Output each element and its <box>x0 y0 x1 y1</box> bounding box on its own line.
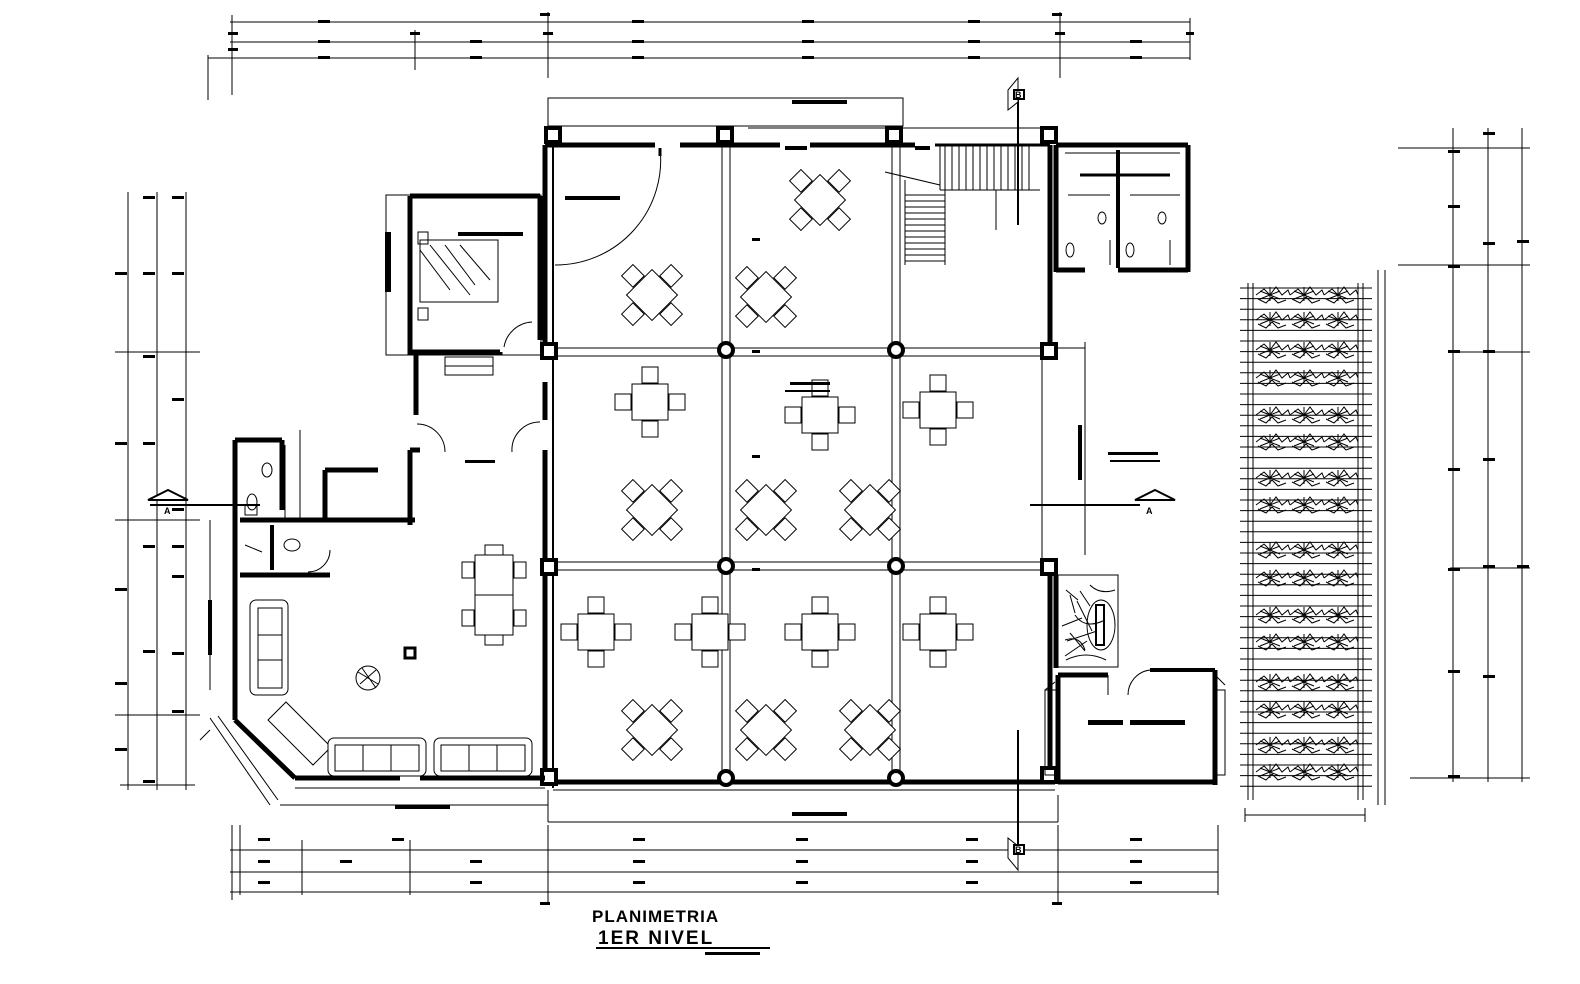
planter-shrub <box>1323 633 1359 651</box>
planter-shrub <box>1289 341 1325 359</box>
planter-shrub <box>1255 633 1291 651</box>
planter-shrub <box>1323 763 1359 781</box>
planter-shrub <box>1289 496 1325 514</box>
pergola-structure <box>1240 283 1372 800</box>
table-set-square <box>784 379 856 451</box>
right-dimension-ticks <box>1448 132 1529 778</box>
table-set-diamond <box>620 478 684 542</box>
bottom-dimension-lines <box>230 825 1219 905</box>
table-set-square <box>902 374 974 446</box>
planter-shrub <box>1289 763 1325 781</box>
planter-shrub <box>1255 369 1291 387</box>
planter-shrub <box>1323 496 1359 514</box>
planter-shrub <box>1289 406 1325 424</box>
planter-shrub <box>1323 341 1359 359</box>
planter-shrub <box>1323 606 1359 624</box>
table-set-diamond <box>620 263 684 327</box>
plan-title: PLANIMETRIA <box>592 907 719 926</box>
table-set-diamond <box>788 168 852 232</box>
planter-shrub <box>1255 286 1291 304</box>
planter-box <box>1053 574 1119 668</box>
top-dimension-lines <box>207 12 1191 100</box>
planter-shrub <box>1289 736 1325 754</box>
structural-columns <box>540 126 1058 787</box>
planter-shrub <box>1255 406 1291 424</box>
hall-label-marks <box>565 100 1160 816</box>
planter-shrub <box>1255 541 1291 559</box>
planter-shrub <box>1323 286 1359 304</box>
planter-shrub <box>1255 763 1291 781</box>
section-marker-bottom: B <box>1015 845 1022 855</box>
planter-shrub <box>1323 311 1359 329</box>
table-set-diamond <box>734 265 798 329</box>
table-set-square <box>784 596 856 668</box>
table-set-diamond <box>620 698 684 762</box>
section-marker-left: A <box>164 506 171 516</box>
planter-shrub <box>1323 701 1359 719</box>
planter-shrub <box>1289 541 1325 559</box>
planter-shrub <box>1323 673 1359 691</box>
planter-shrub <box>1323 469 1359 487</box>
planter-shrub <box>1255 341 1291 359</box>
table-set-diamond <box>734 478 798 542</box>
left-dimension-ticks <box>115 196 184 783</box>
planter-shrub <box>1289 569 1325 587</box>
main-hall <box>542 97 1086 823</box>
planter-shrub <box>1323 736 1359 754</box>
planter-shrub <box>1289 433 1325 451</box>
plan-subtitle: 1ER NIVEL <box>598 928 714 949</box>
planter-shrub <box>1289 701 1325 719</box>
section-marker-top: B <box>1015 90 1022 100</box>
planter-shrub <box>1255 496 1291 514</box>
section-line-vertical <box>1007 76 1025 872</box>
planter-shrub <box>1289 469 1325 487</box>
scale-mark <box>705 952 760 955</box>
dining-tables <box>560 168 974 762</box>
planter-shrub <box>1255 606 1291 624</box>
table-set-square <box>902 596 974 668</box>
planter-shrub <box>1289 311 1325 329</box>
planter-shrub <box>1323 369 1359 387</box>
planter-shrub <box>1323 541 1359 559</box>
planter-shrub <box>1289 633 1325 651</box>
bottom-dimension-ticks <box>258 838 1142 905</box>
planter-shrub <box>1255 311 1291 329</box>
main-staircase <box>884 145 1040 265</box>
restroom-block <box>1053 142 1191 273</box>
right-dimension-lines <box>1398 128 1530 782</box>
pergola-side-dims <box>1244 270 1386 822</box>
planter-shrub <box>1255 469 1291 487</box>
planter-shrub <box>1255 736 1291 754</box>
table-set-diamond <box>838 698 902 762</box>
left-wing-walls <box>199 193 548 809</box>
table-set-diamond <box>734 698 798 762</box>
planter-shrub <box>1289 606 1325 624</box>
planter-shrub <box>1255 569 1291 587</box>
planter-shrub <box>1255 701 1291 719</box>
planter-shrub <box>1255 673 1291 691</box>
table-set-diamond <box>838 478 902 542</box>
table-set-square <box>560 596 632 668</box>
office-room <box>1044 668 1226 785</box>
planter-shrub <box>1289 286 1325 304</box>
planter-shrub <box>1255 433 1291 451</box>
planter-shrub <box>1323 406 1359 424</box>
planter-shrub <box>1289 673 1325 691</box>
planter-shrub <box>1323 569 1359 587</box>
top-dimension-ticks <box>228 13 1194 59</box>
planter-shrub <box>1323 433 1359 451</box>
planter-shrub <box>1289 369 1325 387</box>
table-set-square <box>614 366 686 438</box>
section-marker-right: A <box>1146 506 1153 516</box>
table-set-square <box>674 596 746 668</box>
section-line-horizontal <box>147 488 1176 506</box>
left-wing-fixtures <box>244 231 533 777</box>
left-dimension-lines <box>115 192 200 790</box>
